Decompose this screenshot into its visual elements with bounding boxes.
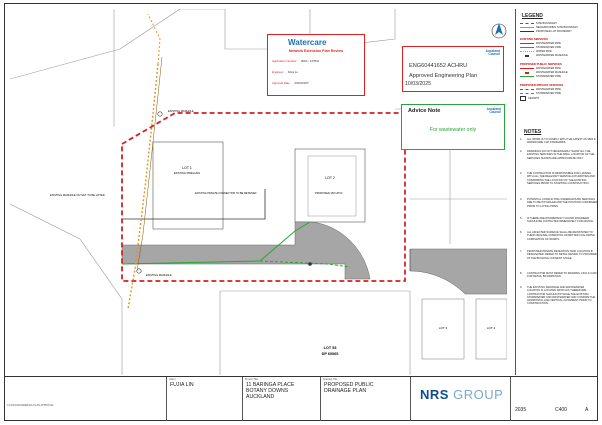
nrs-group-logo: NRS GROUP bbox=[420, 387, 504, 402]
site-plan-svg: LOT 1 EXISTING DWELLING LOT 2 LOT 53 DP … bbox=[9, 8, 508, 375]
revision-letter: A bbox=[585, 407, 589, 413]
engineering-approval-date: 10/03/2025 bbox=[405, 81, 431, 87]
client-cell: Client FUJIA LIN bbox=[167, 377, 243, 421]
advice-note-body: For wastewater only bbox=[429, 127, 477, 133]
lot1-label: LOT 1 bbox=[182, 166, 192, 170]
drawing-title-line-2: DRAINAGE PLAN bbox=[324, 388, 367, 394]
advice-council-logo: Auckland Council bbox=[486, 107, 501, 115]
revision-table: A FOR ENGINEERING PLAN APPROVAL bbox=[5, 377, 167, 421]
driveway-hatch bbox=[121, 221, 371, 280]
legend-public-sw: STORMWATER PIPE bbox=[520, 75, 561, 78]
note-item: 5.IF THERE ARE DISCREPANCY FOUND, ENGINE… bbox=[520, 217, 594, 224]
watercare-approval-stamp: Watercare Network Extension Plan Review … bbox=[267, 34, 365, 96]
neighbouring-boundaries bbox=[9, 8, 508, 375]
lot4-label: LOT 4 bbox=[487, 326, 496, 330]
drawing-title-line-1: PROPOSED PUBLIC bbox=[324, 382, 374, 388]
note-item: 6.ALL AFFECTED SURFACE SHALL BE REINSTAT… bbox=[520, 231, 595, 241]
drawing-number-cell: 2035 C400 A bbox=[511, 377, 597, 421]
legend-existing-ww: WASTEWATER PIPE bbox=[520, 42, 561, 45]
legend-boundary-neighbour: NEIGHBOURING SITE BOUNDARY bbox=[520, 26, 578, 29]
manhole-south-label: EXISTING MANHOLE bbox=[146, 273, 172, 277]
manhole-north bbox=[157, 111, 163, 117]
lot3-outline bbox=[421, 298, 465, 360]
project-cell: Project Title 11 BARINGA PLACE BOTANY DO… bbox=[243, 377, 321, 421]
drawing-title-cell: Drawing Title PROPOSED PUBLIC DRAINAGE P… bbox=[321, 377, 411, 421]
lot2-inner-outline bbox=[307, 155, 357, 217]
legend-notes-panel: LEGEND SITE BOUNDARY NEIGHBOURING SITE B… bbox=[515, 9, 600, 375]
neighbour-driveway-hatch bbox=[409, 248, 508, 295]
watercare-row-date: Approval Date: 05/03/2025 bbox=[272, 81, 309, 85]
revision-note: A FOR ENGINEERING PLAN APPROVAL bbox=[7, 404, 54, 407]
legend-public-manhole: WASTEWATER MANHOLE bbox=[520, 71, 568, 74]
water-main bbox=[127, 63, 159, 310]
legend-existing-sw: STORMWATER PIPE bbox=[520, 46, 561, 49]
note-item: 8.CONTRACTOR MUST REFER TO DRAWING C410 … bbox=[520, 272, 597, 279]
lot53-label: LOT 53 bbox=[324, 346, 337, 350]
manhole-north-label: EXISTING MANHOLE bbox=[168, 109, 194, 113]
lot2-building bbox=[294, 148, 366, 223]
note-item: 9.THE EXISTING DRAINAGE AND WASTEWATER L… bbox=[520, 286, 596, 306]
drawing-sheet: LOT 1 EXISTING DWELLING LOT 2 LOT 53 DP … bbox=[4, 3, 598, 421]
legend-public-ww: WASTEWATER PIPE bbox=[520, 67, 561, 70]
legend-section-existing: EXISTING SERVICES bbox=[520, 37, 548, 41]
site-plan: LOT 1 EXISTING DWELLING LOT 2 LOT 53 DP … bbox=[9, 8, 508, 375]
engineering-approval-label: Approved Engineering Plan bbox=[409, 73, 478, 79]
lot53-dp-label: DP 60065 bbox=[322, 352, 339, 356]
legend-private-cesspit: CESSPIT bbox=[520, 96, 539, 101]
legend-private-sw: STORMWATER PIPE bbox=[520, 92, 561, 95]
proposed-manhole bbox=[308, 262, 312, 266]
lot2-label: LOT 2 bbox=[325, 176, 335, 180]
existing-wastewater-pipe bbox=[136, 56, 163, 272]
legend-boundary-lot: PROPOSED LOT BOUNDARY bbox=[520, 30, 572, 33]
engineering-approval-code: ENG60441652 ACHRU bbox=[409, 63, 468, 69]
legend-section-public: PROPOSED PUBLIC SERVICES bbox=[520, 62, 562, 66]
proposed-lot-boundary bbox=[122, 189, 266, 220]
project-line-2: BOTANY DOWNS bbox=[246, 388, 289, 394]
watercare-logo: Watercare bbox=[288, 38, 327, 47]
job-number: 2035 bbox=[515, 407, 527, 413]
project-line-3: AUCKLAND bbox=[246, 394, 275, 400]
advice-note: Auckland Council Advice Note For wastewa… bbox=[401, 104, 505, 150]
legend-existing-water: WATER PIPE bbox=[520, 50, 552, 53]
dwelling-note: EXISTING PRIVATE CONNECTION TO BE RETAIN… bbox=[195, 192, 257, 195]
lot3-label: LOT 3 bbox=[439, 326, 448, 330]
stormwater-pipe bbox=[121, 221, 311, 265]
stormwater-branch bbox=[259, 260, 351, 268]
site-boundary bbox=[121, 112, 406, 282]
water-main-north bbox=[147, 13, 161, 65]
lot1-sublabel: EXISTING DWELLING bbox=[174, 171, 200, 175]
notes-title: NOTES bbox=[524, 129, 542, 135]
north-arrow bbox=[491, 23, 507, 39]
note-item: 4.POTENTIAL CONFLICTING UNDERGROUND SERV… bbox=[520, 198, 598, 208]
note-item: 3.THE CONTRACTOR IS RESPONSIBLE FOR LIAI… bbox=[520, 172, 595, 185]
lot1-building bbox=[152, 141, 224, 230]
pipe-label: PROPOSED 150 UPVC bbox=[315, 191, 343, 195]
legend-title: LEGEND bbox=[522, 13, 543, 19]
advice-note-heading: Advice Note bbox=[408, 108, 441, 114]
note-item: 7.PROPOSED PRIVATE DETENTION TANK LOCATI… bbox=[520, 250, 597, 260]
project-line-1: 11 BARINGA PLACE bbox=[246, 382, 295, 388]
manhole-south bbox=[136, 268, 142, 274]
company-cell bbox=[411, 377, 511, 421]
engineering-approval-stamp: Auckland Council ENG60441652 ACHRU Appro… bbox=[402, 46, 504, 92]
legend-private-ww: WASTEWATER PIPE bbox=[520, 88, 561, 91]
drawing-number: C400 bbox=[555, 407, 567, 413]
legend-existing-manhole: WASTEWATER MANHOLE bbox=[520, 54, 568, 57]
outlet-label: EXISTING MANHOLE OUTLET TO BE LIFTED bbox=[50, 193, 105, 197]
watercare-row-application: Application Number: BWA - 107891 bbox=[272, 59, 320, 63]
client-name: FUJIA LIN bbox=[170, 382, 194, 388]
title-block: A FOR ENGINEERING PLAN APPROVAL Client F… bbox=[5, 376, 597, 421]
watercare-row-engineer: Engineer: Mary Lu bbox=[272, 70, 299, 74]
note-item: 1.ALL WORK IS TO COMPLY WITH THE LATEST … bbox=[520, 138, 596, 145]
watercare-stamp-title: Network Extension Plan Review bbox=[288, 49, 344, 53]
legend-section-private: PROPOSED PRIVATE SERVICES bbox=[520, 83, 564, 87]
legend-boundary-site: SITE BOUNDARY bbox=[520, 22, 557, 25]
auckland-council-logo: Auckland Council bbox=[485, 49, 500, 57]
note-item: 2.DRAWINGS DO NOT NECESSARILY SHOW ALL T… bbox=[520, 150, 595, 160]
